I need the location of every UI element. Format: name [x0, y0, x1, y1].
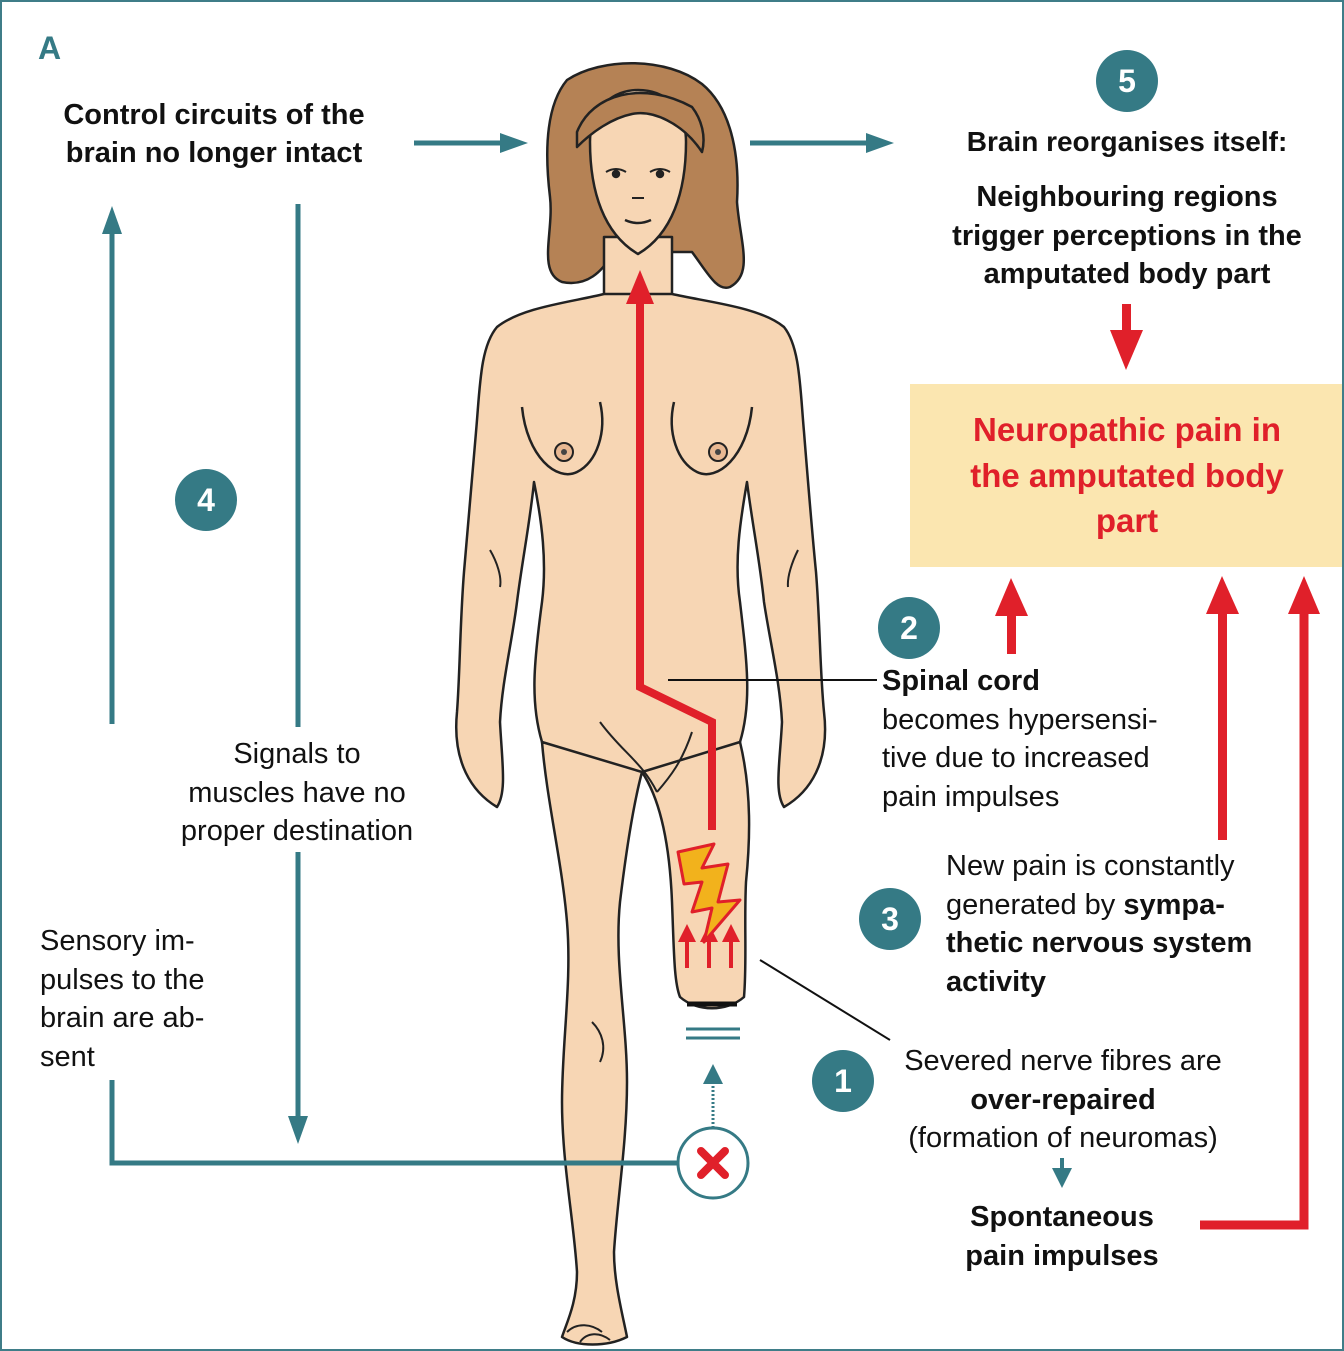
spontaneous-pain-label: Spontaneous pain impulses [932, 1198, 1192, 1276]
step-badge-4: 4 [175, 469, 237, 531]
reorganise-title: Brain reorganises itself: [920, 124, 1334, 160]
spinal-cord-label: Spinal cord becomes hypersensi- tive due… [882, 662, 1212, 816]
woman-figure [456, 63, 825, 1344]
arrow-neuroma-to-spontaneous [1052, 1158, 1072, 1188]
severed-nerve-label: Severed nerve fibres are over-repaired (… [878, 1042, 1248, 1158]
arrow-to-pain-box-from-spinal [995, 578, 1028, 654]
arrow-to-pain-box-from-reorganise [1110, 304, 1143, 370]
sympathetic-activity-label: New pain is constantly generated by symp… [946, 847, 1326, 1001]
neuroma-leader-line [760, 960, 890, 1040]
sensory-impulses-label: Sensory im- pulses to the brain are ab- … [40, 922, 240, 1076]
neuropathic-pain-box: Neuropathic pain in the amputated body p… [910, 384, 1344, 567]
control-circuits-label: Control circuits of the brain no longer … [38, 97, 390, 172]
step-badge-5: 5 [1096, 50, 1158, 112]
signals-to-muscles-label: Signals to muscles have no proper destin… [152, 735, 442, 851]
step-badge-2: 2 [878, 597, 940, 659]
neuropathic-pain-text: Neuropathic pain in the amputated body p… [927, 407, 1327, 544]
reorganise-description: Neighbouring regions trigger perceptions… [920, 178, 1334, 294]
step-badge-1: 1 [812, 1050, 874, 1112]
blocked-impulse-indicator [678, 1029, 748, 1198]
motor-signal-path [288, 204, 308, 1144]
leg-intact [542, 742, 642, 1345]
arrow-control-to-brain [414, 133, 528, 153]
arrow-brain-to-reorganise [750, 133, 894, 153]
panel-label: A [38, 28, 61, 70]
step-badge-3: 3 [859, 888, 921, 950]
